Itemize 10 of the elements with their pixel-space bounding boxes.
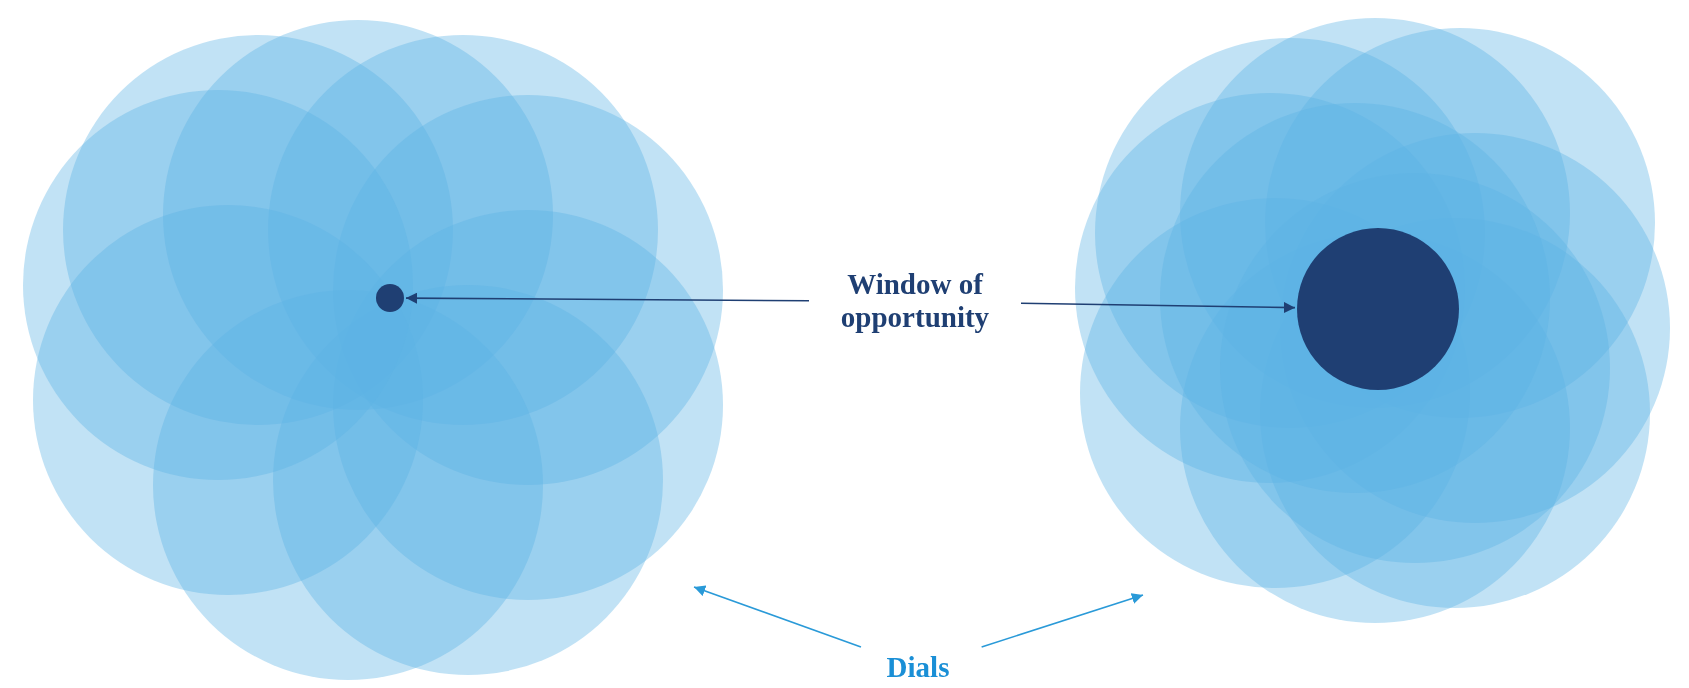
callout-text: Window of opportunity — [815, 268, 1015, 335]
arrow — [693, 585, 862, 648]
arrow — [405, 292, 810, 304]
dial-drawing — [1075, 18, 1670, 623]
window-dot — [1297, 228, 1459, 390]
window-dot — [376, 284, 404, 312]
arrow — [980, 593, 1144, 648]
callout-text: Dials — [858, 651, 978, 685]
dial-drawing — [23, 20, 723, 680]
arrow — [1020, 301, 1296, 314]
